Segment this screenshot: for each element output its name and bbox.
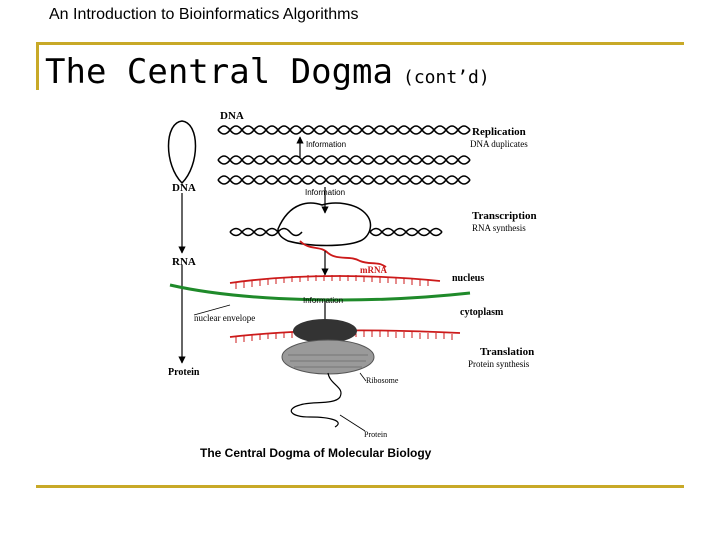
label-information-1: Information	[306, 140, 346, 149]
label-replication: Replication	[472, 126, 526, 138]
replication-loop-path	[167, 120, 197, 185]
label-information-3: Information	[303, 296, 343, 305]
protein-pointer	[339, 414, 366, 432]
label-replication-sub: DNA duplicates	[470, 139, 528, 149]
diagram-caption: The Central Dogma of Molecular Biology	[200, 446, 432, 460]
central-dogma-diagram: DNA DNA RNA nuclear envelope Protein Inf…	[167, 110, 537, 460]
label-dna-top: DNA	[220, 110, 244, 122]
dna-helix-middle	[217, 155, 471, 165]
title-left-rule	[36, 42, 39, 90]
label-mrna: mRNA	[360, 265, 387, 275]
slide-title: The Central Dogma (cont’d)	[45, 52, 490, 92]
nuclear-membrane	[169, 283, 471, 302]
label-dna-mid: DNA	[172, 182, 196, 194]
label-cytoplasm: cytoplasm	[460, 307, 504, 318]
label-rna: RNA	[172, 256, 196, 268]
label-ribosome: Ribosome	[366, 376, 399, 385]
label-nucleus: nucleus	[452, 273, 484, 284]
bottom-rule	[36, 485, 684, 488]
mrna-nascent-strand	[299, 240, 387, 268]
slide-title-main: The Central Dogma	[45, 52, 393, 92]
transcription-bubble	[229, 202, 443, 247]
dna-helix-top	[217, 125, 471, 135]
label-translation: Translation	[480, 346, 534, 358]
label-transcription-sub: RNA synthesis	[472, 223, 526, 233]
label-translation-sub: Protein synthesis	[468, 359, 530, 369]
label-protein-left: Protein	[168, 367, 200, 378]
envelope-pointer-line	[193, 304, 231, 316]
label-protein-chain: Protein	[364, 430, 387, 439]
protein-chain	[290, 372, 342, 428]
ribosome-small-subunit	[281, 339, 375, 375]
ribosome-shading	[288, 354, 368, 368]
slide-title-sub: (cont’d)	[403, 67, 490, 88]
title-top-rule	[36, 42, 684, 45]
course-title: An Introduction to Bioinformatics Algori…	[49, 6, 359, 23]
dna-helix-lower	[217, 175, 471, 185]
label-information-2: Information	[305, 188, 345, 197]
label-nuclear-envelope: nuclear envelope	[194, 313, 255, 323]
ribosome-large-subunit	[293, 319, 357, 343]
ribosome-pointer	[359, 372, 367, 382]
label-transcription: Transcription	[472, 210, 537, 222]
mrna-strand-nucleus	[229, 275, 441, 289]
